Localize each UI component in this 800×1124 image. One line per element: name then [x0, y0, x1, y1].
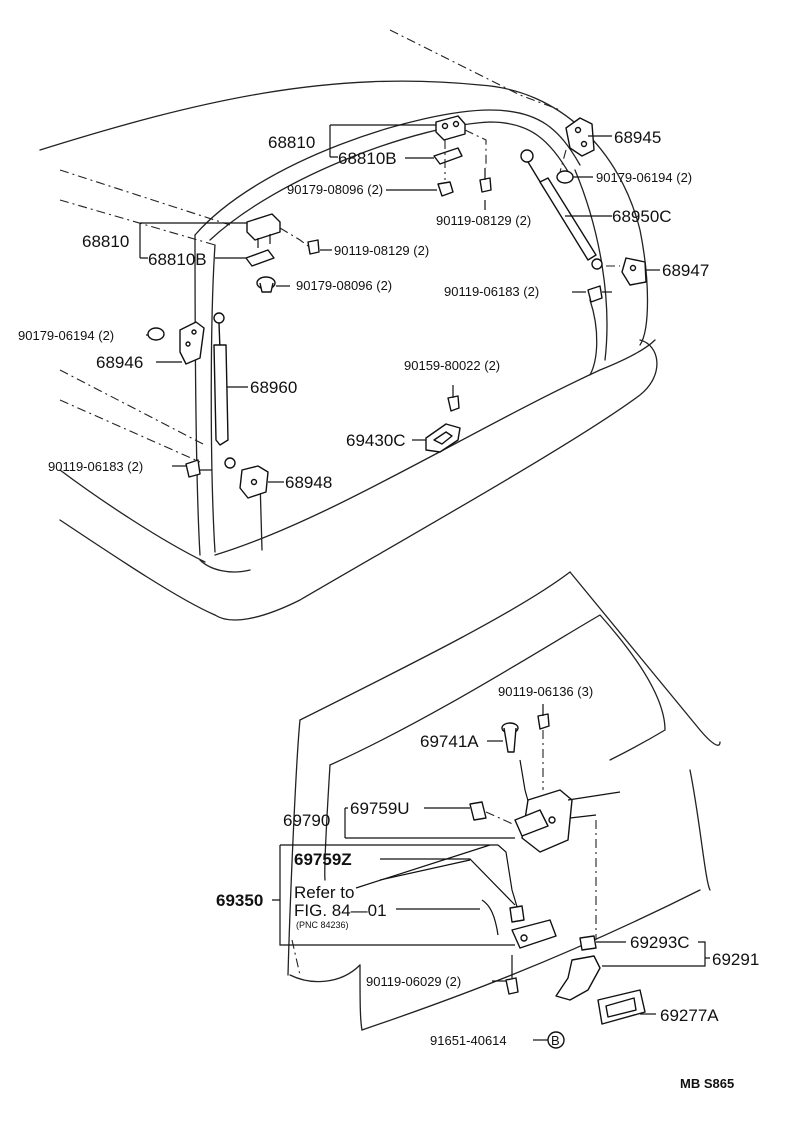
- label-69350: 69350: [216, 891, 263, 910]
- part-labels: 68810 68810B 68945 90179-06194 (2) 90179…: [18, 128, 759, 1091]
- bracket-68948-part: [239, 465, 269, 499]
- leader-lines: [139, 124, 710, 1041]
- label-69759Z: 69759Z: [294, 850, 352, 869]
- bolt-90119-08129-mid-part: [307, 239, 320, 255]
- label-68950C: 68950C: [612, 207, 672, 226]
- bracket-68947-part: [621, 257, 647, 286]
- label-90179-08096-top: 90179-08096 (2): [287, 182, 383, 197]
- label-68810-left: 68810: [82, 232, 129, 251]
- label-69741A: 69741A: [420, 732, 479, 751]
- label-circled-b: B: [551, 1033, 560, 1048]
- label-69759U: 69759U: [350, 799, 410, 818]
- lock-assembly-part: [514, 789, 621, 853]
- label-90119-08129-top: 90119-08129 (2): [436, 213, 531, 228]
- bolt-90119-06136-part: [537, 704, 550, 730]
- nut-90179-06194-left-part: [147, 327, 165, 341]
- striker-69430C-part: [425, 423, 461, 453]
- label-90119-06183-left: 90119-06183 (2): [48, 459, 143, 474]
- label-90119-06029: 90119-06029 (2): [366, 974, 461, 989]
- label-pnc-ref: (PNC 84236): [296, 920, 349, 930]
- label-69277A: 69277A: [660, 1006, 719, 1025]
- bolt-90119-06183-left-part: [185, 459, 212, 478]
- gas-strut-68960-part: [213, 312, 236, 469]
- label-90159-80022: 90159-80022 (2): [404, 358, 500, 373]
- clip-69759U-part: [469, 801, 487, 821]
- latch-69350-part: [481, 899, 557, 949]
- label-69293C: 69293C: [630, 933, 690, 952]
- label-90119-08129-mid: 90119-08129 (2): [334, 243, 429, 258]
- hinge-pad-68810B-left-part: [245, 249, 275, 267]
- label-69291: 69291: [712, 950, 759, 969]
- nut-90179-08096-top-part: [437, 181, 454, 197]
- label-90119-06136: 90119-06136 (3): [498, 684, 593, 699]
- gas-strut-68950C-part: [520, 149, 603, 270]
- bracket-68945-part: [565, 117, 595, 157]
- bolt-90119-06183-right-part: [587, 285, 612, 303]
- label-90119-06183-right: 90119-06183 (2): [444, 284, 539, 299]
- label-68810-top: 68810: [268, 133, 315, 152]
- bolt-90119-08129-top-part: [479, 168, 492, 193]
- label-90179-08096-mid: 90179-08096 (2): [296, 278, 392, 293]
- label-refer-to: Refer to: [294, 883, 354, 902]
- nut-90179-08096-mid-part: [256, 276, 276, 293]
- clip-69293C-part: [579, 935, 597, 951]
- circled-b-icon: [547, 1031, 565, 1049]
- hinge-pad-68810B-top-part: [433, 147, 463, 165]
- label-90179-06194-right: 90179-06194 (2): [596, 170, 692, 185]
- label-68810B-left: 68810B: [148, 250, 207, 269]
- lock-cylinder-69741A-part: [501, 722, 519, 753]
- label-69430C: 69430C: [346, 431, 406, 450]
- handle-69277A-part: [597, 989, 646, 1025]
- hinge-68810-top-part: [435, 115, 466, 141]
- label-drawing-code: MB S865: [680, 1076, 734, 1091]
- label-68945: 68945: [614, 128, 661, 147]
- bracket-68946-part: [179, 321, 205, 365]
- label-68948: 68948: [285, 473, 332, 492]
- label-68960: 68960: [250, 378, 297, 397]
- label-fig-ref: FIG. 84—01: [294, 901, 387, 920]
- back-door-body: [287, 571, 721, 1031]
- rod-69759Z-part: [497, 844, 525, 923]
- label-91651-40614: 91651-40614: [430, 1033, 507, 1048]
- label-90179-06194-left: 90179-06194 (2): [18, 328, 114, 343]
- label-68947: 68947: [662, 261, 709, 280]
- label-68810B-top: 68810B: [338, 149, 397, 168]
- screw-90159-80022-part: [447, 385, 460, 412]
- vehicle-body-upper: [39, 29, 658, 621]
- handle-bracket-69291-part: [555, 955, 601, 1001]
- bolt-90119-06029-part: [505, 955, 519, 995]
- label-69790: 69790: [283, 811, 330, 830]
- hinge-68810-left-part: [246, 213, 281, 248]
- label-68946: 68946: [96, 353, 143, 372]
- nut-90179-06194-right-part: [556, 170, 574, 184]
